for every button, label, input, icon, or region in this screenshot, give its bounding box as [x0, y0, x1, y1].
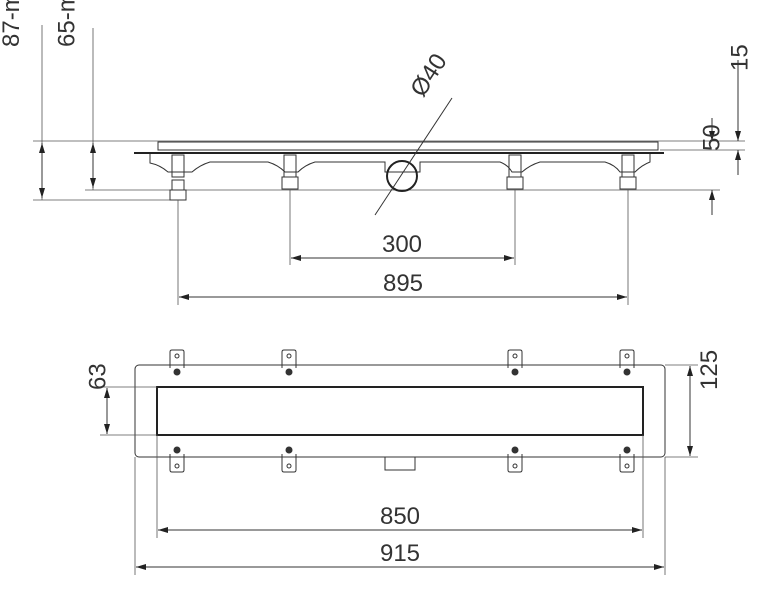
adjustable-feet	[169, 154, 637, 201]
side-view: 87-max 65-min Ø40 15 50 300	[0, 0, 754, 305]
dim-min-height-label: 65-min	[53, 0, 80, 47]
dim-grate-height-label: 15	[727, 44, 754, 71]
outlet	[384, 456, 416, 471]
dim-pipe-diameter-label: Ø40	[405, 49, 452, 102]
dim-grate-width-label: 63	[85, 363, 112, 390]
grate-opening	[156, 386, 644, 436]
mounting-brackets	[169, 349, 635, 473]
channel-body	[149, 154, 651, 173]
dim-foot-spacing-inner-label: 300	[382, 231, 422, 258]
top-view: 63 125 850 915	[85, 349, 723, 575]
dim-frame-width-label: 125	[696, 350, 723, 390]
dim-body-height-label: 50	[699, 124, 726, 151]
dim-max-height-label: 87-max	[0, 0, 25, 47]
dim-foot-spacing-outer-label: 895	[383, 270, 423, 297]
pipe-diameter-leader	[374, 97, 453, 216]
frame	[134, 364, 666, 458]
grate	[157, 141, 659, 151]
outlet-pipe	[386, 160, 418, 192]
dim-grate-length-label: 850	[380, 503, 420, 530]
dim-frame-length-label: 915	[380, 540, 420, 567]
